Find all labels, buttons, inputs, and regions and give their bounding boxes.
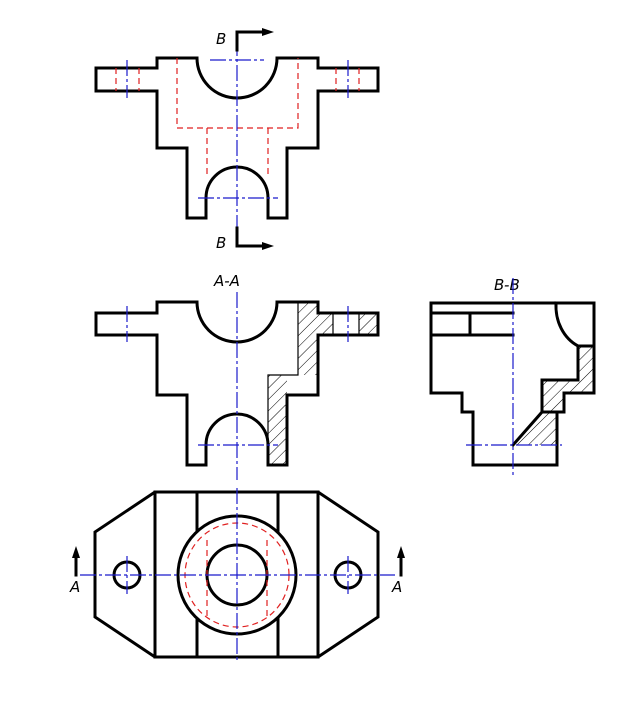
section-b-title: B-B — [494, 276, 520, 294]
cut-label-a-right: A — [391, 578, 402, 596]
arrowhead-icon — [397, 546, 405, 558]
cut-label-b-top: B — [216, 30, 226, 48]
cut-marker-b-top — [235, 30, 264, 52]
section-a-view: A-A — [94, 272, 380, 480]
cut-label-b-bottom: B — [216, 234, 226, 252]
arrowhead-icon — [72, 546, 80, 558]
section-a-title: A-A — [213, 272, 240, 290]
cut-marker-b-bottom — [235, 226, 264, 248]
cut-label-a-left: A — [69, 578, 80, 596]
arrowhead-icon — [262, 28, 274, 36]
bottom-view: A A — [69, 488, 405, 662]
arrowhead-icon — [262, 242, 274, 250]
section-b-view: B-B — [429, 276, 596, 478]
top-view: B B — [94, 28, 380, 252]
top-view-outline — [94, 56, 380, 220]
